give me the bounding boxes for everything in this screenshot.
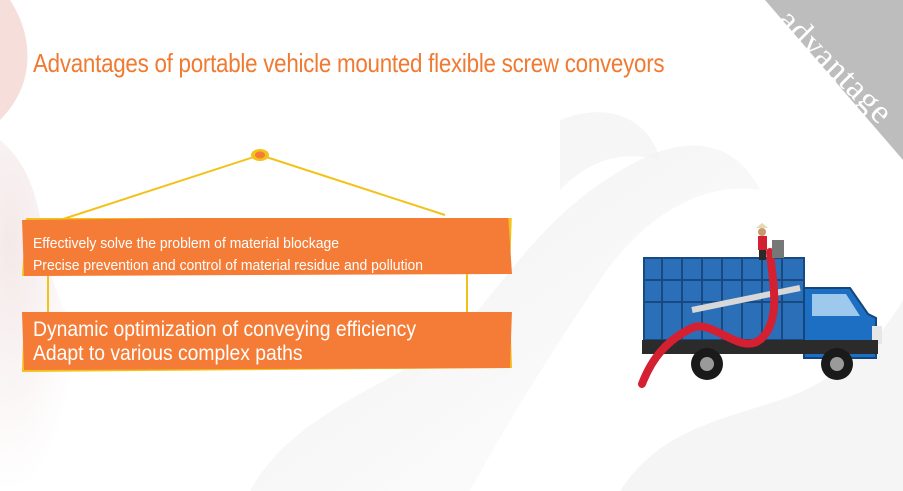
box-2-line-2: Adapt to various complex paths: [33, 342, 303, 365]
page-title: Advantages of portable vehicle mounted f…: [33, 48, 665, 78]
hanging-pin-icon: [251, 149, 269, 161]
box-1-shape: [22, 218, 512, 276]
truck-photo: [638, 223, 882, 388]
box-2-shape: [22, 312, 512, 372]
advantage-box-2: Dynamic optimization of conveying effici…: [22, 312, 512, 372]
box-1-line-1: Effectively solve the problem of materia…: [33, 235, 340, 252]
box-1-line-2: Precise prevention and control of materi…: [33, 257, 424, 274]
advantage-box-1: Effectively solve the problem of materia…: [22, 218, 512, 276]
box-2-line-1: Dynamic optimization of conveying effici…: [33, 318, 417, 341]
